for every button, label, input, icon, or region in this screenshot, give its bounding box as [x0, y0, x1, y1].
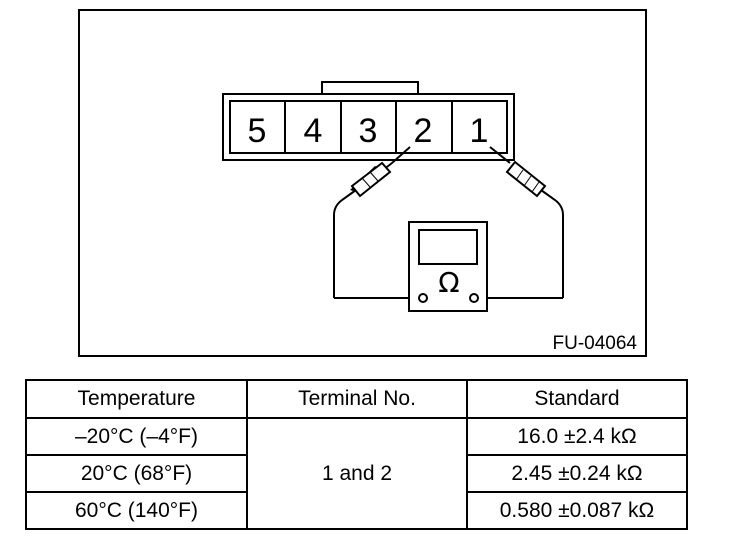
terminal-cell: 1 and 2: [246, 417, 468, 530]
connector: 5 4 3 2 1: [222, 81, 515, 161]
temperature-cell: 60°C (140°F): [25, 491, 248, 530]
standard-cell: 2.45 ±0.24 kΩ: [466, 454, 688, 493]
resistance-spec-table: Temperature Terminal No. Standard –20°C …: [25, 379, 688, 530]
meter-terminal: [469, 293, 479, 303]
temperature-cell: 20°C (68°F): [25, 454, 248, 493]
probe-right: [489, 146, 564, 298]
probe-left: [333, 146, 411, 298]
pin-label: 1: [470, 112, 489, 150]
figure-frame: [78, 9, 647, 357]
table-row: 20°C (68°F) 2.45 ±0.24 kΩ: [25, 454, 688, 493]
figure-code: FU-04064: [553, 333, 638, 354]
pin-label: 3: [359, 112, 378, 150]
header-terminal-no: Terminal No.: [246, 379, 468, 419]
pin-label: 4: [304, 112, 323, 150]
pin-label: 5: [248, 112, 267, 150]
standard-cell: 16.0 ±2.4 kΩ: [466, 417, 688, 456]
standard-cell: 0.580 ±0.087 kΩ: [466, 491, 688, 530]
pin-label: 2: [414, 112, 433, 150]
connector-test-diagram: 5 4 3 2 1 Ω FU-04064: [78, 9, 647, 357]
table-row: 60°C (140°F) 0.580 ±0.087 kΩ: [25, 491, 688, 530]
meter-terminal: [418, 293, 428, 303]
table-row: –20°C (–4°F) 1 and 2 16.0 ±2.4 kΩ: [25, 417, 688, 530]
meter-display: [418, 229, 478, 265]
header-temperature: Temperature: [25, 379, 248, 419]
header-standard: Standard: [466, 379, 688, 419]
temperature-cell: –20°C (–4°F): [25, 417, 248, 456]
connector-latch: [321, 81, 419, 94]
ohmmeter: Ω: [408, 221, 488, 312]
ohm-icon: Ω: [438, 266, 459, 299]
table-header-row: Temperature Terminal No. Standard: [25, 379, 688, 419]
